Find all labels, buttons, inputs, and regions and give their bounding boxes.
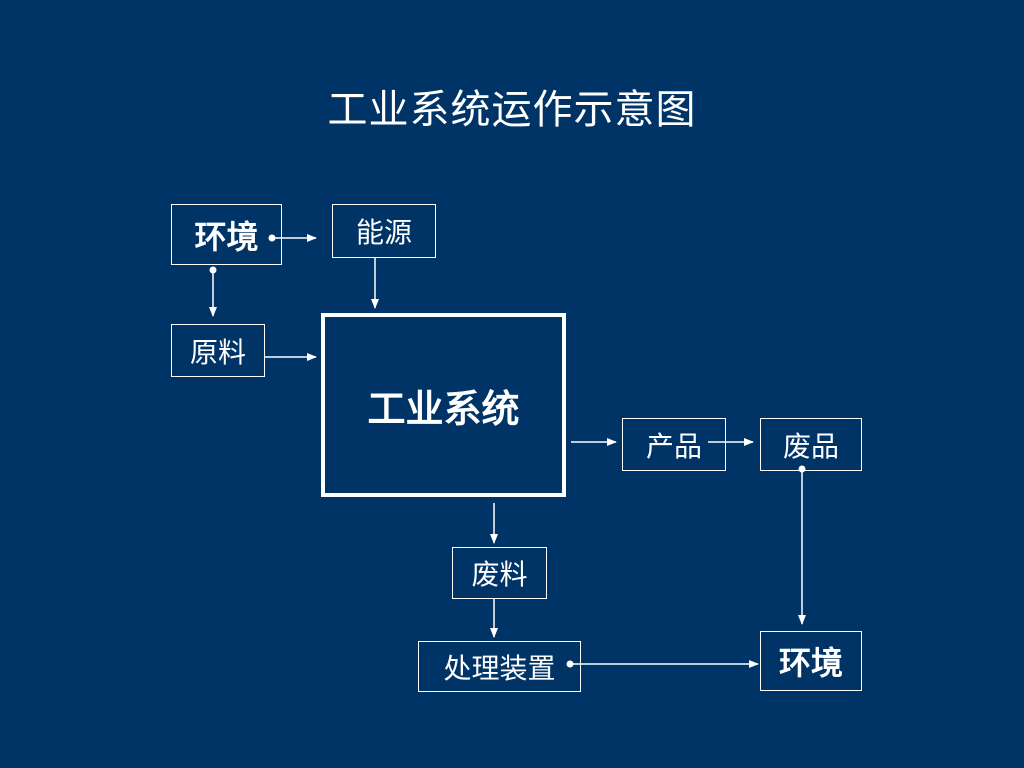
node-product: 产品 [622,418,726,471]
arrow-waste-product-to-environment [798,465,806,625]
node-environment-bottom: 环境 [760,631,862,691]
node-industrial-system: 工业系统 [321,313,566,497]
arrow-environment-to-raw-material [209,266,217,317]
node-waste-product: 废品 [760,418,862,471]
node-environment-top: 环境 [171,204,282,265]
diagram-title: 工业系统运作示意图 [327,87,697,133]
node-energy: 能源 [332,204,436,258]
node-treatment-device: 处理装置 [418,641,581,692]
arrow-treatment-to-environment [566,660,759,668]
node-raw-material: 原料 [171,324,265,377]
node-waste-material: 废料 [452,547,547,599]
